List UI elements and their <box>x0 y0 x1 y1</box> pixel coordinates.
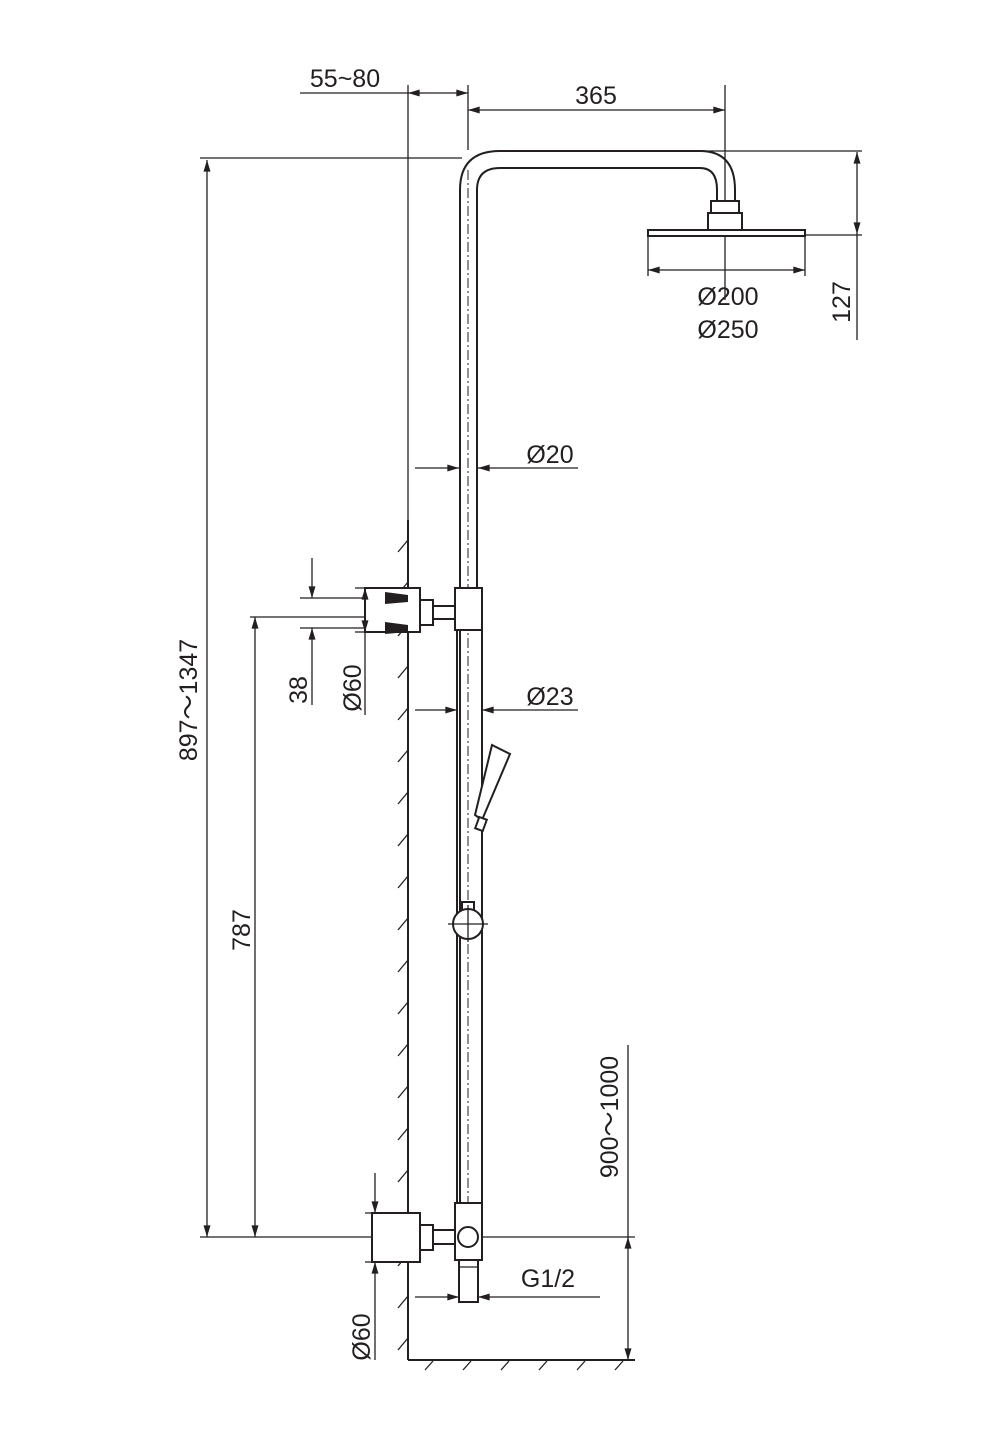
upper-pipe-diameter-label: Ø20 <box>526 441 573 469</box>
hatch-mark <box>397 1295 409 1309</box>
hatch-mark <box>397 1169 409 1183</box>
lower-pipe-diameter-label: Ø23 <box>526 683 573 711</box>
hatch-mark <box>614 1360 624 1371</box>
extension-lines <box>200 85 862 1263</box>
bracket-height-label: 787 <box>228 909 256 951</box>
total-height-label: 897～1347 <box>175 639 203 761</box>
hatch-mark <box>538 1360 548 1371</box>
dimension-lines <box>203 89 861 1361</box>
head-drop-label: 127 <box>828 281 856 323</box>
hatch-mark <box>462 1360 472 1371</box>
bracket-spacing-label: 38 <box>285 676 313 704</box>
wall-offset-label: 55~80 <box>310 65 380 93</box>
hatch-mark <box>397 875 409 889</box>
hatch-mark <box>500 1360 510 1371</box>
upper-wall-bracket <box>364 587 483 634</box>
hatch-mark <box>397 917 409 931</box>
head-diameter-large-label: Ø250 <box>697 316 758 344</box>
hatch-mark <box>424 1360 434 1371</box>
hatch-mark <box>397 959 409 973</box>
hatch-mark <box>397 665 409 679</box>
hatch-mark <box>397 833 409 847</box>
hatch-mark <box>397 1127 409 1141</box>
hatch-mark <box>397 707 409 721</box>
hatch-mark <box>397 791 409 805</box>
hatch-mark <box>397 1085 409 1099</box>
hatch-mark <box>397 539 409 553</box>
lower-flange-diameter-label: Ø60 <box>348 1313 376 1360</box>
install-height-label: 900～1000 <box>596 1056 624 1178</box>
head-diameter-small-label: Ø200 <box>697 283 758 311</box>
hatch-mark <box>397 749 409 763</box>
hatch-mark <box>576 1360 586 1371</box>
inlet-thread-label: G1/2 <box>521 1265 575 1293</box>
hatch-mark <box>397 1337 409 1351</box>
hand-shower <box>448 743 512 942</box>
hatch-mark <box>397 1043 409 1057</box>
upper-flange-diameter-label: Ø60 <box>339 664 367 711</box>
lower-inlet-valve <box>371 1202 483 1303</box>
rain-shower-head <box>647 200 806 237</box>
arm-length-label: 365 <box>575 82 617 110</box>
hatch-mark <box>397 1001 409 1015</box>
